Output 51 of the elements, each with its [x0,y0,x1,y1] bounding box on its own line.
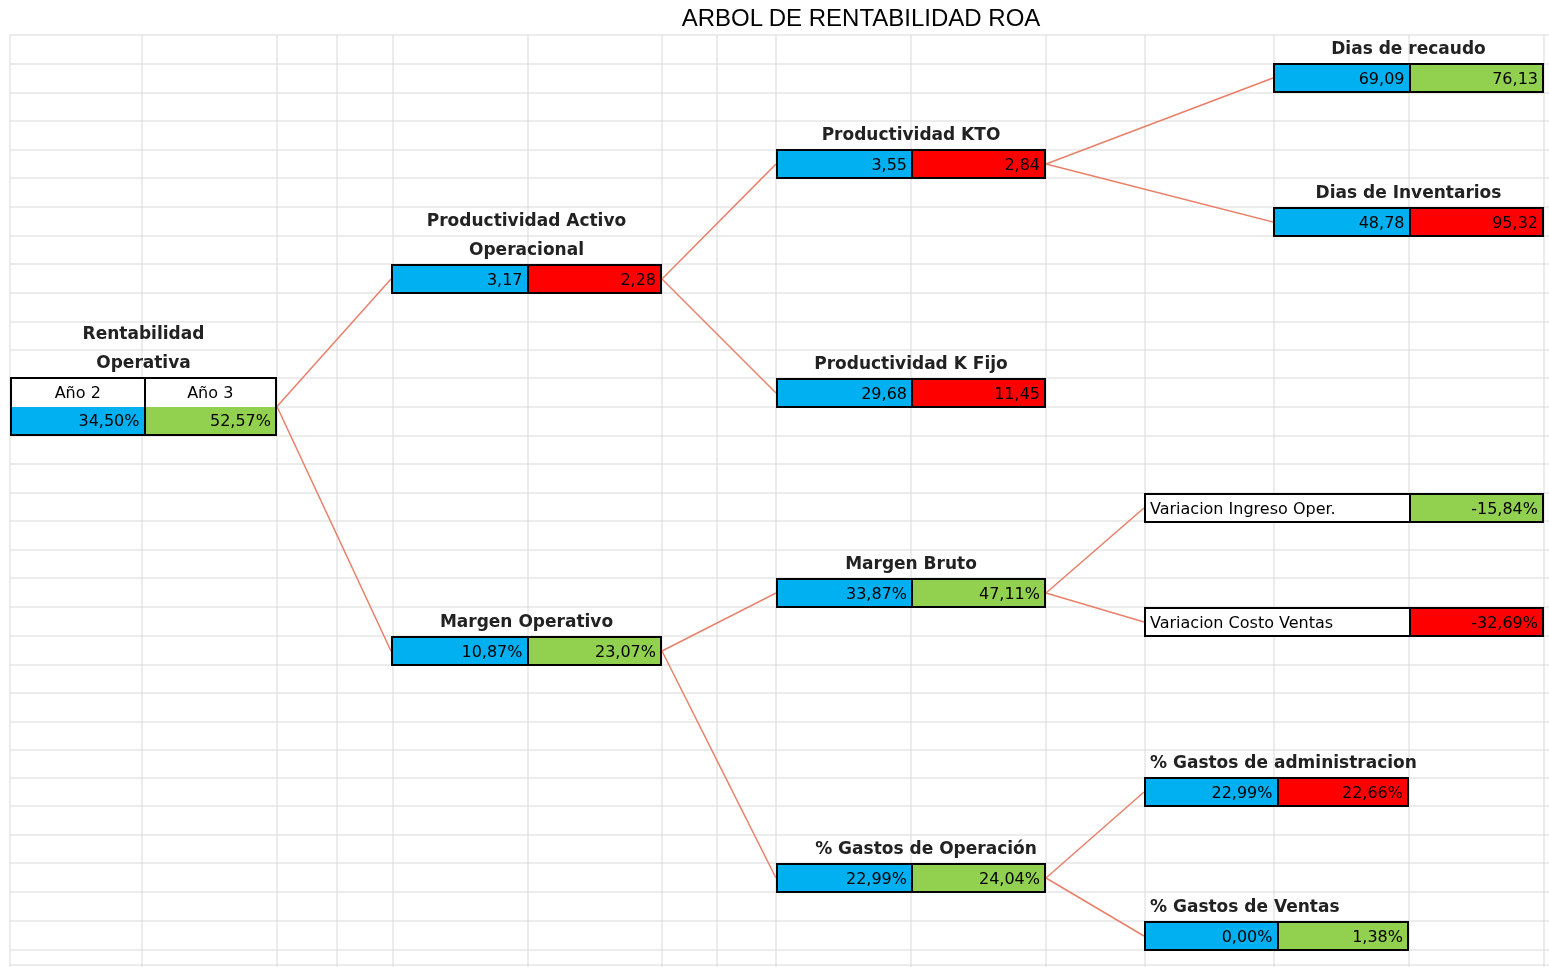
value-cell: 2,28 [526,266,660,292]
connector-line [276,278,392,408]
node-heading: Productividad Activo Operacional [425,209,628,261]
node-heading: Dias de recaudo [1331,37,1486,60]
value-cell: 3,55 [778,151,911,177]
node-heading: Productividad K Fijo [814,352,1008,375]
node-heading: Rentabilidad Operativa [81,322,206,374]
value-cell: 11,45 [911,380,1044,406]
connector-line [1045,507,1145,594]
value-cell: 33,87% [778,580,911,606]
value-cell: 29,68 [778,380,911,406]
value-cell: 95,32 [1408,209,1542,235]
value-cell: 0,00% [1146,923,1277,949]
node-heading: Margen Operativo [439,610,614,633]
connector-line [661,278,777,394]
node-heading: % Gastos de Ventas [1150,895,1340,918]
value-cell: 23,07% [526,638,660,664]
connector-line [661,650,777,879]
connector-line [1045,163,1274,223]
connector-line [661,592,777,652]
node-heading: % Gastos de Operación [815,837,1037,860]
connector-line [1045,791,1145,879]
value-cell: 34,50% [12,406,144,434]
label-cell: Variacion Ingreso Oper. [1146,495,1409,521]
column-header: Año 2 [12,379,144,407]
value-cell: -15,84% [1409,495,1542,521]
value-cell: 24,04% [911,865,1044,891]
node-heading: Dias de Inventarios [1315,181,1502,204]
column-header: Año 3 [143,379,275,407]
value-cell: 22,99% [1146,779,1277,805]
value-cell: 22,66% [1276,779,1407,805]
value-cell: 1,38% [1276,923,1407,949]
value-cell: 22,99% [778,865,911,891]
node-heading: % Gastos de administracion [1150,751,1417,774]
node-heading: Margen Bruto [845,552,977,575]
value-cell: 52,57% [143,406,275,434]
connector-line [661,163,777,280]
value-cell: 69,09 [1275,65,1409,91]
value-cell: 10,87% [393,638,527,664]
value-cell: 47,11% [911,580,1044,606]
node-heading: Productividad KTO [821,123,1001,146]
value-cell: 48,78 [1275,209,1409,235]
value-cell: -32,69% [1409,609,1542,635]
diagram-title: ARBOL DE RENTABILIDAD ROA [681,4,1041,32]
connector-line [1045,592,1145,623]
connector-line [1045,877,1145,937]
value-cell: 76,13 [1408,65,1542,91]
value-cell: 2,84 [911,151,1044,177]
connector-line [1045,77,1274,165]
connector-line [276,405,392,652]
value-cell: 3,17 [393,266,527,292]
